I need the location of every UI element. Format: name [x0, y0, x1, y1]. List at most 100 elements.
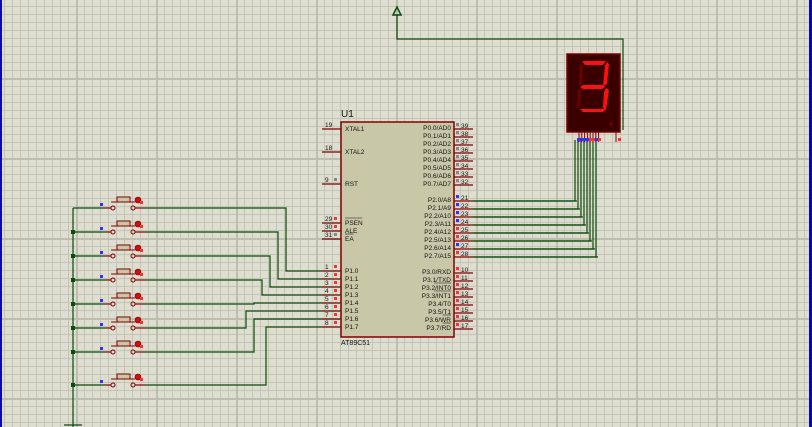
pin-state-indicator	[456, 211, 459, 214]
pushbutton-sw1[interactable]	[100, 196, 145, 211]
power-arrow-icon	[391, 5, 403, 16]
chip-pin-7[interactable]: 7P1.6	[322, 312, 359, 323]
chip-pin-3[interactable]: 3P1.2	[322, 280, 359, 291]
pin-number: 33	[461, 171, 469, 178]
switch-click-icon[interactable]	[134, 373, 142, 381]
pin-name: P3.6/WR	[425, 317, 451, 324]
pin-state-indicator	[456, 323, 459, 326]
chip-pin-1[interactable]: 1P1.0	[322, 264, 359, 275]
junction-dot	[71, 302, 75, 306]
pin-name: P0.7/AD7	[423, 181, 451, 188]
segment-a	[582, 61, 606, 65]
pin-state-indicator	[334, 281, 337, 284]
switch-contact	[130, 253, 136, 259]
pin-state-indicator	[456, 267, 459, 270]
pin-number: 32	[461, 179, 469, 186]
pin-state-indicator	[456, 299, 459, 302]
pin-state-indicator	[456, 131, 459, 134]
chip-pin-38[interactable]: 38 P0.1/AD1	[423, 131, 473, 140]
switch-contact	[130, 382, 136, 388]
microcontroller-u1[interactable]: U1 AT89C51 19XTAL118XTAL29RST29PSEN30ALE…	[322, 109, 473, 347]
pushbutton-sw8[interactable]	[100, 373, 145, 388]
pin-state-indicator	[334, 321, 337, 324]
segment-c	[603, 88, 609, 110]
wire-switch-4	[145, 279, 322, 296]
pin-number: 39	[461, 123, 469, 130]
pin-state-indicator	[100, 347, 103, 350]
junction-dot	[71, 350, 75, 354]
pin-name: P0.1/AD1	[423, 133, 451, 140]
pin-name: P3.3/INT1	[422, 293, 452, 300]
switch-click-icon[interactable]	[134, 244, 142, 252]
pushbutton-sw3[interactable]	[100, 244, 145, 259]
chip-pin-32[interactable]: 32 P0.7/AD7	[423, 179, 473, 188]
switch-click-icon[interactable]	[134, 340, 142, 348]
switch-click-icon[interactable]	[134, 220, 142, 228]
switch-array[interactable]	[100, 196, 145, 388]
chip-pin-6[interactable]: 6P1.5	[322, 304, 359, 315]
chip-pin-8[interactable]: 8P1.7	[322, 320, 359, 331]
pin-number: 11	[461, 275, 468, 282]
pin-name: XTAL1	[345, 126, 365, 133]
pushbutton-sw6[interactable]	[100, 316, 145, 331]
chip-pin-5[interactable]: 5P1.4	[322, 296, 359, 307]
switch-contact	[110, 325, 116, 331]
pin-number: 31	[325, 232, 333, 239]
canvas-right-scrollbar[interactable]	[809, 0, 812, 427]
switch-click-icon[interactable]	[134, 316, 142, 324]
pushbutton-sw2[interactable]	[100, 220, 145, 235]
switch-button-cap	[116, 292, 131, 299]
pushbutton-sw4[interactable]	[100, 268, 145, 283]
pin-number: 38	[461, 131, 469, 138]
switch-click-icon[interactable]	[134, 292, 142, 300]
pin-name: EA	[345, 236, 354, 243]
pushbutton-sw5[interactable]	[100, 292, 145, 307]
wire-switch-5	[145, 302, 322, 305]
seven-segment-display[interactable]	[566, 53, 621, 142]
pin-state-indicator	[456, 283, 459, 286]
display-pins	[577, 132, 621, 142]
pushbutton-sw7[interactable]	[100, 340, 145, 355]
chip-pin-2[interactable]: 2P1.1	[322, 272, 359, 283]
switch-click-icon[interactable]	[134, 268, 142, 276]
wire-power	[396, 15, 624, 130]
power-terminal[interactable]	[391, 5, 403, 16]
pin-state-indicator	[334, 217, 337, 220]
pin-state-indicator	[456, 251, 459, 254]
switch-contact	[130, 205, 136, 211]
switch-contact	[130, 229, 136, 235]
switch-click-icon[interactable]	[134, 196, 142, 204]
switch-button-cap	[116, 196, 131, 203]
chip-pin-4[interactable]: 4P1.3	[322, 288, 359, 299]
